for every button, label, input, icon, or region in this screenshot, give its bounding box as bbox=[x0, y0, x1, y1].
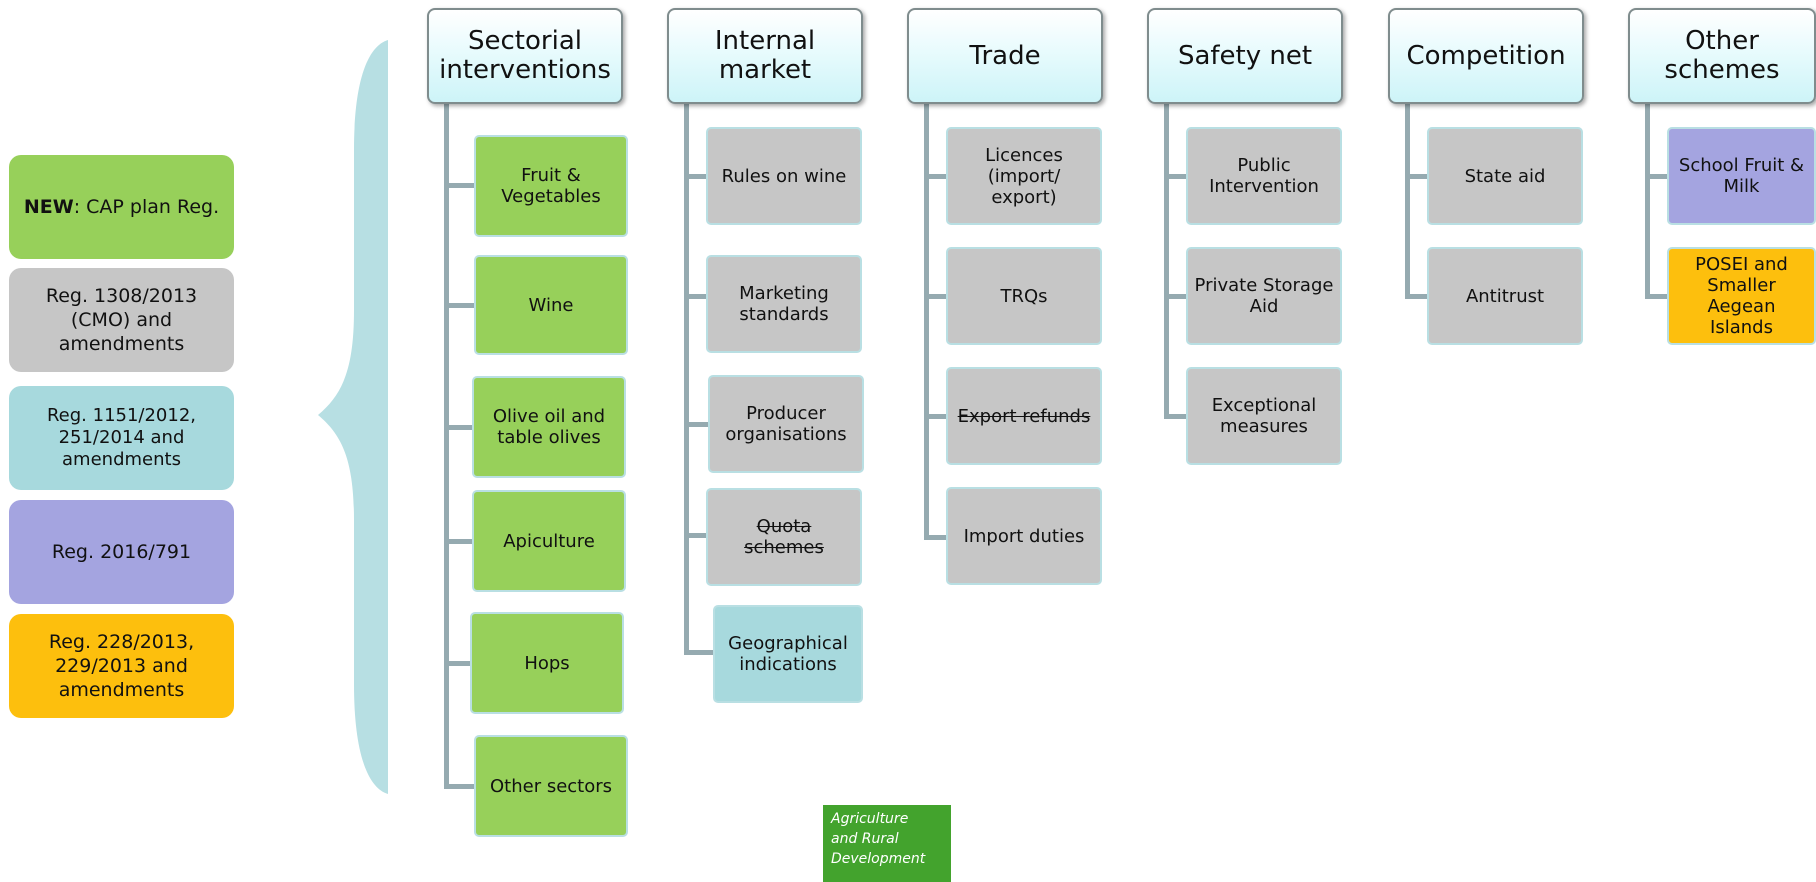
branch-line bbox=[1645, 174, 1669, 179]
branch-line bbox=[684, 422, 710, 427]
item-export-refunds: Export refunds bbox=[946, 367, 1102, 465]
agriculture-logo-icon bbox=[823, 805, 951, 882]
branch-line bbox=[684, 533, 708, 538]
item-marketing-standards: Marketing standards bbox=[706, 255, 862, 353]
branch-line bbox=[1164, 174, 1188, 179]
header-trade: Trade bbox=[907, 8, 1103, 104]
item-quota-schemes: Quota schemes bbox=[706, 488, 862, 586]
branch-line bbox=[684, 174, 708, 179]
legend-new-cap-plan-label: NEW: CAP plan Reg. bbox=[23, 196, 220, 218]
item-licences: Licences (import/ export) bbox=[946, 127, 1102, 225]
branch-line bbox=[924, 294, 948, 299]
curly-brace bbox=[318, 40, 388, 794]
item-producer-organisations: Producer organisations bbox=[708, 375, 864, 473]
header-internal-market: Internal market bbox=[667, 8, 863, 104]
item-geographical-indications: Geographical indications bbox=[713, 605, 863, 703]
legend-reg-1308: Reg. 1308/2013 (CMO) and amendments bbox=[9, 268, 234, 372]
branch-line bbox=[1405, 174, 1429, 179]
header-other-schemes: Other schemes bbox=[1628, 8, 1816, 104]
item-fruit-vegetables: Fruit & Vegetables bbox=[474, 135, 628, 237]
item-apiculture: Apiculture bbox=[472, 490, 626, 592]
branch-line bbox=[684, 294, 708, 299]
branch-line bbox=[924, 174, 948, 179]
item-wine: Wine bbox=[474, 255, 628, 355]
sectorial-connector-line bbox=[444, 104, 449, 788]
item-public-intervention: Public Intervention bbox=[1186, 127, 1342, 225]
header-safety-net: Safety net bbox=[1147, 8, 1343, 104]
other-connector-line bbox=[1645, 104, 1650, 298]
logo-text: Agriculture and Rural Development bbox=[831, 811, 926, 867]
header-sectorial-interventions: Sectorial interventions bbox=[427, 8, 623, 104]
item-private-storage-aid: Private Storage Aid bbox=[1186, 247, 1342, 345]
branch-line bbox=[444, 661, 474, 666]
legend-reg-228: Reg. 228/2013, 229/2013 and amendments bbox=[9, 614, 234, 718]
branch-line bbox=[444, 425, 474, 430]
item-exceptional-measures: Exceptional measures bbox=[1186, 367, 1342, 465]
branch-line bbox=[1645, 294, 1669, 299]
branch-line bbox=[1164, 294, 1188, 299]
branch-line bbox=[444, 784, 474, 789]
competition-connector-line bbox=[1405, 104, 1410, 298]
legend-new-cap-plan: NEW: CAP plan Reg. bbox=[9, 155, 234, 259]
branch-line bbox=[444, 539, 474, 544]
safety-connector-line bbox=[1164, 104, 1169, 418]
trade-connector-line bbox=[924, 104, 929, 540]
branch-line bbox=[1405, 294, 1429, 299]
legend-reg-1151: Reg. 1151/2012, 251/2014 and amendments bbox=[9, 386, 234, 490]
branch-line bbox=[444, 303, 474, 308]
item-posei: POSEI and Smaller Aegean Islands bbox=[1667, 247, 1816, 345]
branch-line bbox=[1164, 414, 1188, 419]
item-import-duties: Import duties bbox=[946, 487, 1102, 585]
item-trqs: TRQs bbox=[946, 247, 1102, 345]
item-antitrust: Antitrust bbox=[1427, 247, 1583, 345]
legend-reg-2016: Reg. 2016/791 bbox=[9, 500, 234, 604]
branch-line bbox=[444, 183, 474, 188]
branch-line bbox=[924, 535, 948, 540]
item-hops: Hops bbox=[470, 612, 624, 714]
item-school-fruit-milk: School Fruit & Milk bbox=[1667, 127, 1816, 225]
item-olive-oil: Olive oil and table olives bbox=[472, 376, 626, 478]
item-rules-on-wine: Rules on wine bbox=[706, 127, 862, 225]
branch-line bbox=[684, 650, 714, 655]
item-state-aid: State aid bbox=[1427, 127, 1583, 225]
header-competition: Competition bbox=[1388, 8, 1584, 104]
internal-connector-line bbox=[684, 104, 689, 654]
item-other-sectors: Other sectors bbox=[474, 735, 628, 837]
branch-line bbox=[924, 414, 948, 419]
